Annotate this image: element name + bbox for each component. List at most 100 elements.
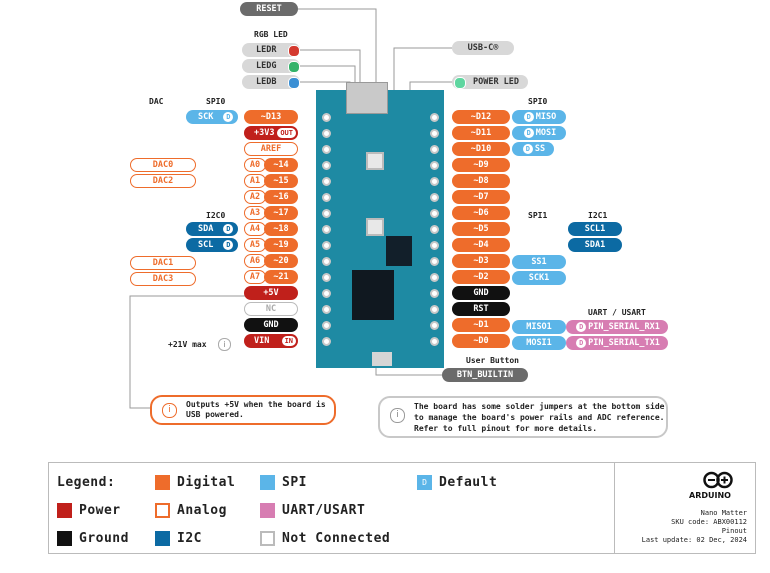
arduino-logo-icon bbox=[703, 471, 733, 489]
legend-nc-swatch bbox=[260, 531, 275, 546]
power-led-label: POWER LED bbox=[452, 75, 528, 89]
board-pin-pad bbox=[322, 225, 331, 234]
board-pin-pad bbox=[322, 321, 331, 330]
uart-header: UART / USART bbox=[588, 308, 646, 317]
chip-main bbox=[352, 270, 394, 320]
legend-default: Default bbox=[439, 475, 498, 490]
board-pin-pad bbox=[430, 289, 439, 298]
board-pin-pad bbox=[322, 273, 331, 282]
mosi1-label: MOSI1 bbox=[512, 336, 566, 350]
legend-power: Power bbox=[79, 503, 121, 518]
board-pin-pad bbox=[430, 337, 439, 346]
left-pin-digital: ~19 bbox=[264, 238, 298, 252]
board-pin-pad bbox=[322, 289, 331, 298]
left-pin-analog: A5 bbox=[244, 238, 266, 252]
pin-direction-badge: OUT bbox=[277, 128, 296, 138]
usbc-label: USB-C® bbox=[452, 41, 514, 55]
brand-doc: Pinout bbox=[721, 527, 747, 535]
right-pin-label: ~D5 bbox=[452, 222, 510, 236]
legend-default-badge: D bbox=[417, 475, 432, 490]
rgb-led-header: RGB LED bbox=[254, 30, 288, 39]
right-pin-label: ~D10 bbox=[452, 142, 510, 156]
left-pin-analog: A2 bbox=[244, 190, 266, 204]
right-pin-label: ~D11 bbox=[452, 126, 510, 140]
green-led-icon bbox=[288, 61, 300, 73]
left-pin-label: ~D13 bbox=[244, 110, 298, 124]
scl1-label: SCL1 bbox=[568, 222, 622, 236]
board-pin-pad bbox=[322, 161, 331, 170]
left-pin-digital: ~15 bbox=[264, 174, 298, 188]
board bbox=[316, 82, 444, 368]
board-pin-pad bbox=[430, 321, 439, 330]
legend-ground: Ground bbox=[79, 531, 129, 546]
board-pin-pad bbox=[430, 273, 439, 282]
board-pin-pad bbox=[322, 193, 331, 202]
i2c0-header: I2C0 bbox=[206, 211, 226, 220]
board-pin-pad bbox=[322, 145, 331, 154]
ledb-label: LEDB bbox=[242, 75, 300, 89]
legend-divider bbox=[614, 463, 615, 553]
note-5v: i Outputs +5V when the board is USB powe… bbox=[150, 395, 336, 425]
left-pin-digital: ~21 bbox=[264, 270, 298, 284]
board-pin-pad bbox=[430, 129, 439, 138]
sck1-label: SCK1 bbox=[512, 271, 566, 285]
board-pin-pad bbox=[430, 161, 439, 170]
board-pin-pad bbox=[430, 225, 439, 234]
reset-label: RESET bbox=[240, 2, 298, 16]
board-pin-pad bbox=[430, 145, 439, 154]
brand-updated: Last update: 02 Dec, 2024 bbox=[641, 536, 747, 544]
legend-spi: SPI bbox=[282, 475, 307, 490]
dac0-label: DAC0 bbox=[130, 158, 196, 172]
miso1-label: MISO1 bbox=[512, 320, 566, 334]
left-pin-label-text: VIN bbox=[254, 336, 270, 346]
vin-max-text: +21V max bbox=[168, 340, 207, 349]
info-icon: i bbox=[390, 408, 405, 423]
left-pin-digital: ~17 bbox=[264, 206, 298, 220]
legend-ground-swatch bbox=[57, 531, 72, 546]
board-pin-pad bbox=[322, 257, 331, 266]
left-pin-label: NC bbox=[244, 302, 298, 316]
board-pin-pad bbox=[430, 209, 439, 218]
ledg-label: LEDG bbox=[242, 59, 300, 73]
dac-header: DAC bbox=[149, 97, 164, 106]
right-pin-label: ~D2 bbox=[452, 270, 510, 284]
right-pin-label: ~D7 bbox=[452, 190, 510, 204]
board-pin-pad bbox=[430, 305, 439, 314]
left-pin-digital: ~20 bbox=[264, 254, 298, 268]
right-pin-label: RST bbox=[452, 302, 510, 316]
dac3-label: DAC3 bbox=[130, 272, 196, 286]
user-button-header: User Button bbox=[466, 356, 519, 365]
brand-name: ARDUINO bbox=[689, 491, 731, 500]
legend-i2c-swatch bbox=[155, 531, 170, 546]
left-pin-label: GND bbox=[244, 318, 298, 332]
right-pin-label: ~D4 bbox=[452, 238, 510, 252]
legend-box: Legend: Power Ground Digital Analog I2C … bbox=[48, 462, 756, 554]
board-pin-pad bbox=[322, 177, 331, 186]
board-pin-pad bbox=[322, 129, 331, 138]
left-pin-analog: A4 bbox=[244, 222, 266, 236]
legend-power-swatch bbox=[57, 503, 72, 518]
usb-connector bbox=[346, 82, 388, 114]
legend-i2c: I2C bbox=[177, 531, 202, 546]
dac2-label: DAC2 bbox=[130, 174, 196, 188]
left-pin-label: +5V bbox=[244, 286, 298, 300]
red-led-icon bbox=[288, 45, 300, 57]
ss1-label: SS1 bbox=[512, 255, 566, 269]
board-pin-pad bbox=[322, 305, 331, 314]
note-jumpers-text: The board has some solder jumpers at the… bbox=[414, 402, 665, 433]
legend-uart-swatch bbox=[260, 503, 275, 518]
left-pin-digital: ~14 bbox=[264, 158, 298, 172]
spi0-left-header: SPI0 bbox=[206, 97, 226, 106]
right-pin-label: ~D1 bbox=[452, 318, 510, 332]
chip-small bbox=[386, 236, 412, 266]
i2c1-header: I2C1 bbox=[588, 211, 608, 220]
board-pin-pad bbox=[430, 113, 439, 122]
right-pin-label: ~D12 bbox=[452, 110, 510, 124]
spi0-right-header: SPI0 bbox=[528, 97, 548, 106]
